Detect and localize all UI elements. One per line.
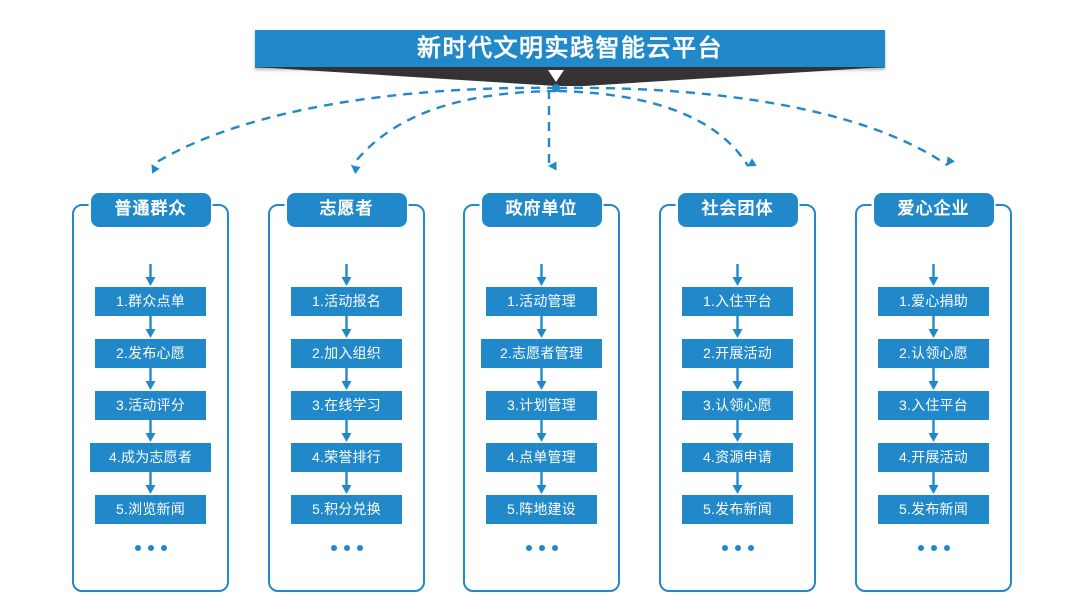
banner-ribbon-shadow <box>255 67 885 86</box>
arrow-down-icon <box>928 368 939 390</box>
connector-to-public <box>151 86 557 174</box>
item-social-group-3[interactable]: 3.认领心愿 <box>682 391 793 420</box>
platform-title-banner: 新时代文明实践智能云平台 <box>255 30 885 68</box>
arrow-down-icon <box>145 420 156 442</box>
item-volunteer-2[interactable]: 2.加入组织 <box>291 339 402 368</box>
arrow-down-icon <box>341 316 352 338</box>
more-items-ellipsis <box>134 545 167 551</box>
banner-bar: 新时代文明实践智能云平台 <box>255 30 885 68</box>
arrow-down-icon <box>536 472 547 494</box>
item-government-4[interactable]: 4.点单管理 <box>486 443 597 472</box>
connector-to-volunteer <box>351 89 557 175</box>
arrow-down-icon <box>536 264 547 286</box>
arrow-down-icon <box>928 264 939 286</box>
column-body-volunteer: 1.活动报名 2.加入组织 3.在线学习 4.荣誉排行 5.积分兑换 <box>268 264 425 551</box>
item-government-2[interactable]: 2.志愿者管理 <box>481 339 602 368</box>
arrow-down-icon <box>341 420 352 442</box>
arrow-down-icon <box>536 316 547 338</box>
arrow-down-icon <box>732 368 743 390</box>
arrow-down-icon <box>145 368 156 390</box>
item-public-2[interactable]: 2.发布心愿 <box>95 339 206 368</box>
arrow-down-icon <box>536 368 547 390</box>
arrow-down-icon <box>928 316 939 338</box>
item-social-group-1[interactable]: 1.入住平台 <box>682 287 793 316</box>
column-header-enterprise[interactable]: 爱心企业 <box>873 193 994 227</box>
item-public-4[interactable]: 4.成为志愿者 <box>90 443 211 472</box>
arrow-down-icon <box>145 264 156 286</box>
arrow-down-icon <box>928 472 939 494</box>
connector-to-enterprise <box>557 86 955 166</box>
item-enterprise-1[interactable]: 1.爱心捐助 <box>878 287 989 316</box>
item-social-group-5[interactable]: 5.发布新闻 <box>682 495 793 524</box>
column-header-volunteer[interactable]: 志愿者 <box>286 193 407 227</box>
item-enterprise-2[interactable]: 2.认领心愿 <box>878 339 989 368</box>
item-enterprise-4[interactable]: 4.开展活动 <box>878 443 989 472</box>
item-volunteer-5[interactable]: 5.积分兑换 <box>291 495 402 524</box>
arrow-down-icon <box>732 316 743 338</box>
arrow-down-icon <box>732 264 743 286</box>
item-social-group-2[interactable]: 2.开展活动 <box>682 339 793 368</box>
connector-to-social-group <box>557 89 757 167</box>
item-government-1[interactable]: 1.活动管理 <box>486 287 597 316</box>
column-body-social-group: 1.入住平台 2.开展活动 3.认领心愿 4.资源申请 5.发布新闻 <box>659 264 816 551</box>
column-header-government[interactable]: 政府单位 <box>481 193 602 227</box>
item-public-3[interactable]: 3.活动评分 <box>95 391 206 420</box>
more-items-ellipsis <box>525 545 558 551</box>
more-items-ellipsis <box>917 545 950 551</box>
item-volunteer-4[interactable]: 4.荣誉排行 <box>291 443 402 472</box>
column-body-enterprise: 1.爱心捐助 2.认领心愿 3.入住平台 4.开展活动 5.发布新闻 <box>855 264 1012 551</box>
item-public-1[interactable]: 1.群众点单 <box>95 287 206 316</box>
column-body-government: 1.活动管理 2.志愿者管理 3.计划管理 4.点单管理 5.阵地建设 <box>463 264 620 551</box>
item-government-5[interactable]: 5.阵地建设 <box>486 495 597 524</box>
arrow-down-icon <box>341 472 352 494</box>
arrow-down-icon <box>732 472 743 494</box>
item-public-5[interactable]: 5.浏览新闻 <box>95 495 206 524</box>
arrow-down-icon <box>145 472 156 494</box>
column-volunteer: 志愿者 1.活动报名 2.加入组织 3.在线学习 4.荣誉排行 5.积分兑换 <box>268 193 425 592</box>
column-public: 普通群众 1.群众点单 2.发布心愿 3.活动评分 4.成为志愿者 5.浏览新闻 <box>72 193 229 592</box>
page-title: 新时代文明实践智能云平台 <box>417 35 723 62</box>
more-items-ellipsis <box>721 545 754 551</box>
item-government-3[interactable]: 3.计划管理 <box>486 391 597 420</box>
arrow-down-icon <box>145 316 156 338</box>
more-items-ellipsis <box>330 545 363 551</box>
item-volunteer-3[interactable]: 3.在线学习 <box>291 391 402 420</box>
arrow-down-icon <box>928 420 939 442</box>
arrow-down-icon <box>732 420 743 442</box>
arrow-down-icon <box>341 368 352 390</box>
item-enterprise-3[interactable]: 3.入住平台 <box>878 391 989 420</box>
arrow-down-icon <box>536 420 547 442</box>
item-enterprise-5[interactable]: 5.发布新闻 <box>878 495 989 524</box>
item-volunteer-1[interactable]: 1.活动报名 <box>291 287 402 316</box>
column-body-public: 1.群众点单 2.发布心愿 3.活动评分 4.成为志愿者 5.浏览新闻 <box>72 264 229 551</box>
column-enterprise: 爱心企业 1.爱心捐助 2.认领心愿 3.入住平台 4.开展活动 5.发布新闻 <box>855 193 1012 592</box>
column-header-public[interactable]: 普通群众 <box>90 193 211 227</box>
column-header-social-group[interactable]: 社会团体 <box>677 193 798 227</box>
item-social-group-4[interactable]: 4.资源申请 <box>682 443 793 472</box>
column-government: 政府单位 1.活动管理 2.志愿者管理 3.计划管理 4.点单管理 5.阵地建设 <box>463 193 620 592</box>
chevron-down-icon <box>548 70 564 82</box>
column-social-group: 社会团体 1.入住平台 2.开展活动 3.认领心愿 4.资源申请 5.发布新闻 <box>659 193 816 592</box>
arrow-down-icon <box>341 264 352 286</box>
